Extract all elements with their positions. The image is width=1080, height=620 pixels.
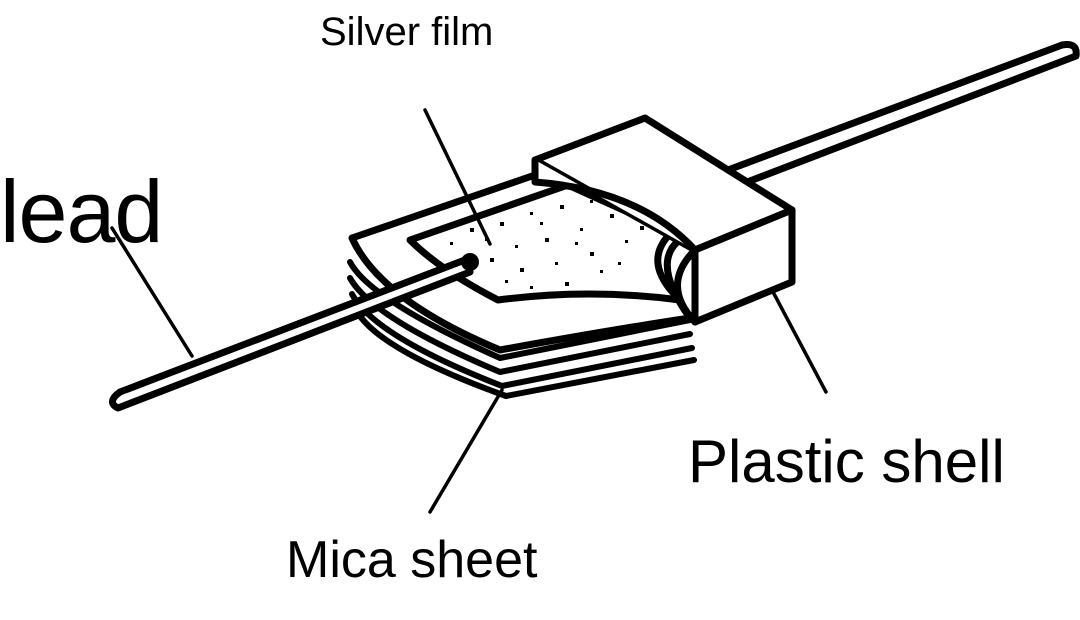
- lead-label: lead: [0, 162, 163, 261]
- plastic-shell-leader: [770, 288, 828, 394]
- left-lead-wire: [109, 253, 479, 412]
- silver-film-label: Silver film: [320, 10, 494, 54]
- mica-sheet-label: Mica sheet: [286, 531, 538, 589]
- silver-film-leader: [423, 108, 492, 246]
- right-lead-wire: [724, 41, 1080, 188]
- plastic-shell: [531, 114, 796, 326]
- plastic-shell-label: Plastic shell: [688, 428, 1005, 495]
- lead-leader: [110, 226, 194, 358]
- mica-sheet-leader: [428, 388, 504, 514]
- leader-lines: [110, 108, 828, 514]
